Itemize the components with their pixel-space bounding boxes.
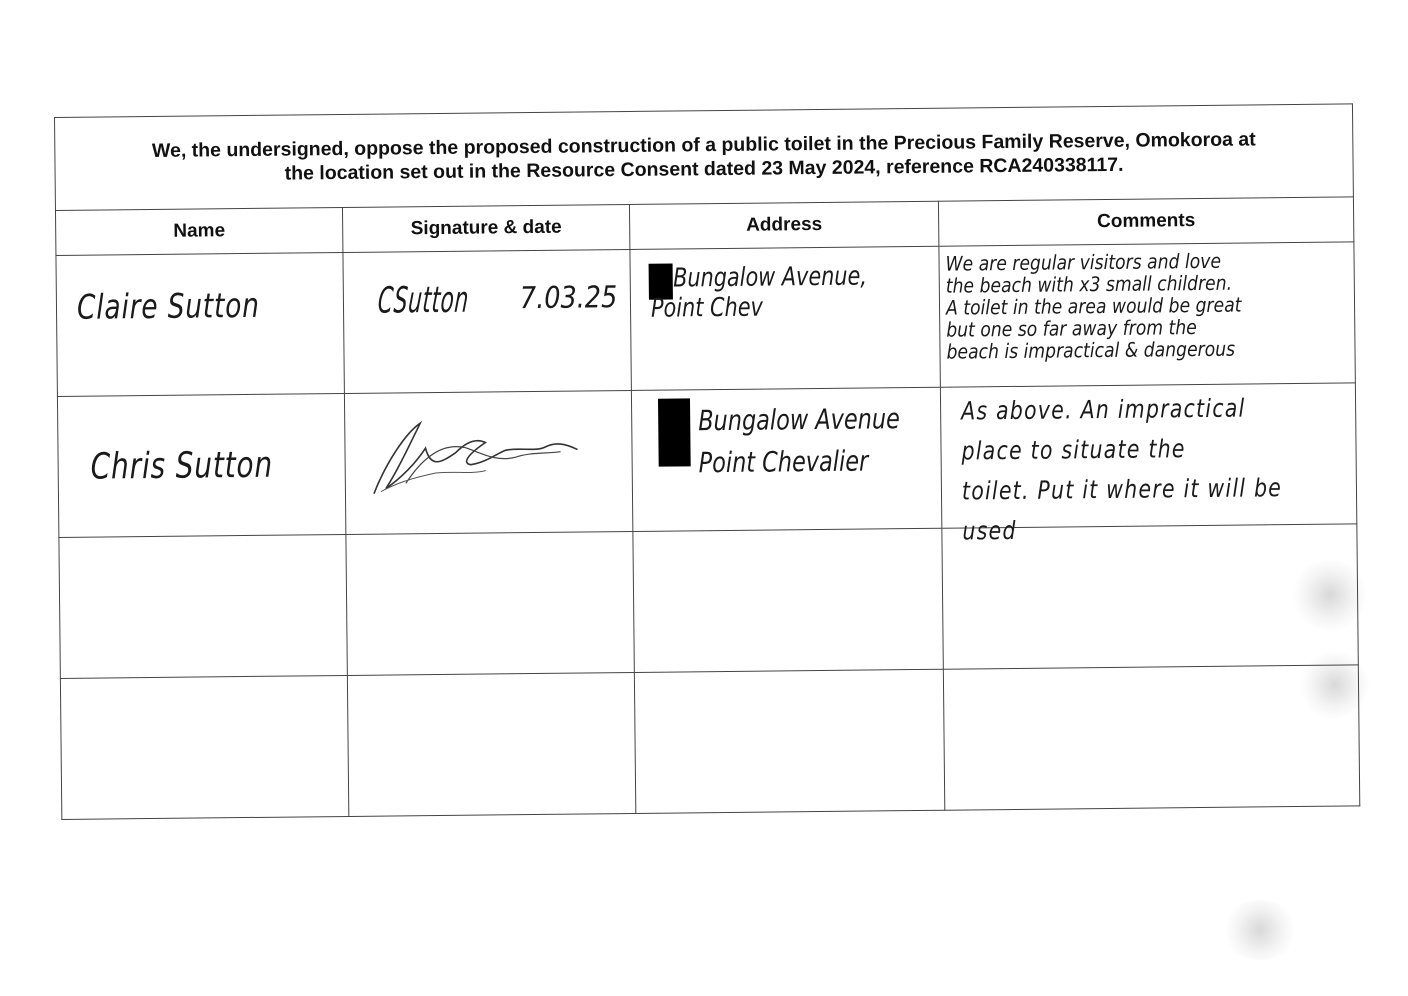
table-row <box>60 664 1360 820</box>
petition-table: We, the undersigned, oppose the proposed… <box>54 103 1360 820</box>
redaction-box <box>657 398 691 467</box>
address-cell: Bungalow Avenue, Point Chev <box>629 246 941 391</box>
name-cell: Chris Sutton <box>57 393 346 538</box>
comments-cell: We are regular visitors and love the bea… <box>938 241 1356 388</box>
signature-cell <box>344 390 633 535</box>
signer-address: Bungalow Avenue Point Chevalier <box>698 402 900 480</box>
signature-scribble <box>373 420 578 494</box>
signer-comment: As above. An impractical place to situat… <box>960 393 1283 546</box>
address-cell <box>632 528 944 673</box>
petition-heading: We, the undersigned, oppose the proposed… <box>54 103 1354 211</box>
name-cell <box>60 675 349 820</box>
column-header-address: Address <box>629 201 939 250</box>
table-row: Claire Sutton CSutton 7.03.25 Bungalow A… <box>55 241 1356 397</box>
signer-name: Chris Sutton <box>90 444 274 488</box>
address-cell <box>634 669 945 814</box>
signature-cell <box>345 531 635 676</box>
petition-sheet: We, the undersigned, oppose the proposed… <box>54 103 1360 820</box>
signature-mark: CSutton <box>376 279 471 322</box>
signer-comment: We are regular visitors and love the bea… <box>945 248 1242 364</box>
name-cell <box>58 534 348 679</box>
signature-cell: CSutton 7.03.25 <box>342 249 632 394</box>
scan-smudge <box>1290 560 1370 630</box>
comments-cell <box>943 664 1360 811</box>
column-header-comments: Comments <box>938 196 1354 247</box>
signature-date: 7.03.25 <box>519 280 618 317</box>
scan-smudge <box>1220 900 1300 960</box>
comments-cell: As above. An impractical place to situat… <box>940 382 1357 546</box>
signature-cell <box>347 672 636 817</box>
column-header-signature: Signature & date <box>342 204 630 253</box>
address-cell: Bungalow Avenue Point Chevalier <box>631 387 942 532</box>
name-cell: Claire Sutton <box>55 252 345 397</box>
signer-address: Bungalow Avenue, Point Chev <box>650 261 868 324</box>
signer-name: Claire Sutton <box>76 285 260 328</box>
column-header-name: Name <box>55 207 343 256</box>
table-row: Chris Sutton Bungalow Avenue Point Cheva… <box>57 382 1357 546</box>
scan-smudge <box>1300 650 1370 720</box>
